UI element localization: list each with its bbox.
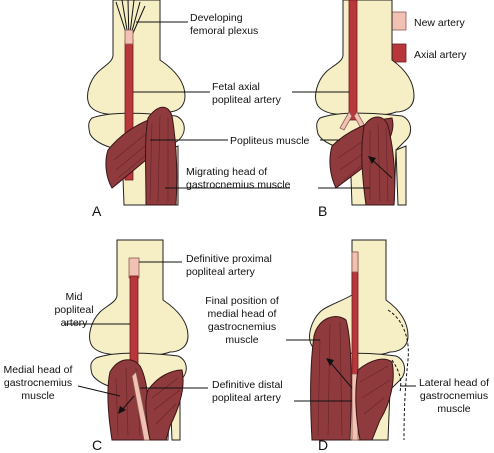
label-final-2: medial head of <box>208 308 277 320</box>
label-fetal-axial-1: Fetal axial <box>212 81 260 93</box>
definitive-proximal-artery-c <box>128 257 140 279</box>
axial-artery-b <box>348 0 358 121</box>
label-mid-3: artery <box>61 317 89 329</box>
leaders-b <box>292 91 370 189</box>
gastrocnemius-migrating-head-a <box>145 106 178 206</box>
popliteus-muscle-d <box>355 358 394 441</box>
legend-axial-artery-label: Axial artery <box>414 49 467 61</box>
label-medial-3: muscle <box>21 390 54 402</box>
panel-d: D Final position of medial head of gastr… <box>205 239 489 453</box>
femoral-plexus-a <box>115 0 146 45</box>
label-developing-2: femoral plexus <box>190 25 258 37</box>
mid-popliteal-artery-c <box>129 275 139 373</box>
panel-b: B <box>292 0 415 219</box>
label-def-distal-1: Definitive distal <box>212 379 283 391</box>
fibula-b <box>395 145 407 206</box>
label-def-distal-2: popliteal artery <box>212 392 282 404</box>
migration-arrowhead-b <box>368 156 376 164</box>
migration-arrowhead-c <box>118 406 126 414</box>
label-final-3: gastrocnemius <box>208 321 276 333</box>
panel-label-c: C <box>92 437 102 453</box>
leader-medial <box>77 385 121 397</box>
label-mid-2: popliteal <box>54 304 93 316</box>
label-popliteus: Popliteus muscle <box>230 135 310 147</box>
label-fetal-axial-2: popliteal artery <box>212 94 282 106</box>
migration-arrow-c <box>121 395 135 411</box>
label-lateral-3: muscle <box>437 403 470 415</box>
lateral-head-gastrocnemius-outline-d <box>387 309 409 441</box>
label-final-4: muscle <box>225 334 258 346</box>
label-mid-1: Mid <box>66 291 83 303</box>
label-medial-1: Medial head of <box>4 364 73 376</box>
legend: New artery Axial artery <box>383 11 467 63</box>
label-medial-2: gastrocnemius <box>4 377 72 389</box>
definitive-distal-artery-c <box>131 371 151 441</box>
label-def-proximal-2: popliteal artery <box>186 266 256 278</box>
migration-arrowhead-d <box>326 358 334 366</box>
label-final-1: Final position of <box>205 295 279 307</box>
panel-c: C Definitive proximal popliteal artery M… <box>4 239 283 453</box>
label-def-proximal-1: Definitive proximal <box>186 253 272 265</box>
legend-new-artery-label: New artery <box>414 17 466 29</box>
panel-a: A Developing femoral plexus Fetal axial … <box>87 0 310 219</box>
label-developing-1: Developing <box>190 12 243 24</box>
panel-label-a: A <box>92 203 102 219</box>
migration-arrow-d <box>329 361 353 389</box>
final-medial-head-gastrocnemius-d <box>310 316 352 441</box>
femur-c <box>89 239 189 356</box>
label-lateral-1: Lateral head of <box>419 377 489 389</box>
label-migrating-1: Migrating head of <box>186 166 267 178</box>
label-migrating-2: gastrocnemius muscle <box>186 179 291 191</box>
panel-label-d: D <box>318 437 328 453</box>
lateral-head-inner-outline-d <box>391 359 402 393</box>
panel-label-b: B <box>318 203 327 219</box>
new-artery-proximal-d <box>351 251 359 273</box>
label-lateral-2: gastrocnemius <box>420 390 488 402</box>
